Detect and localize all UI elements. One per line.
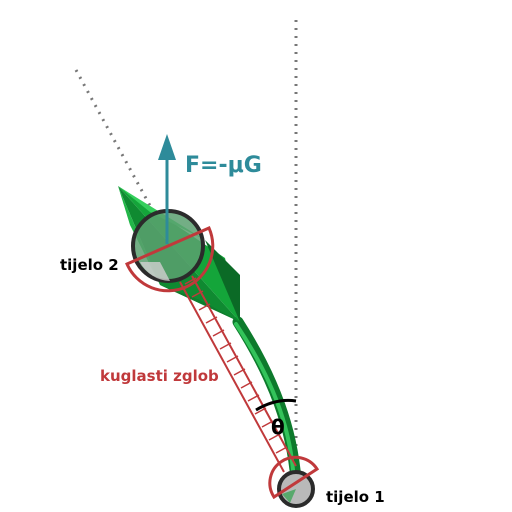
body2-ball-joint-icon — [125, 209, 215, 293]
arrow-up-icon — [158, 134, 176, 244]
body2-label: tijelo 2 — [60, 256, 119, 274]
rigid-rod — [179, 275, 297, 473]
joint-label: kuglasti zglob — [100, 367, 219, 385]
force-label: F=-μG — [185, 153, 262, 178]
angle-arc — [255, 398, 297, 412]
body1-ball-joint-icon — [268, 455, 320, 508]
angle-label: θ — [271, 415, 285, 439]
body1-label: tijelo 1 — [326, 488, 385, 506]
